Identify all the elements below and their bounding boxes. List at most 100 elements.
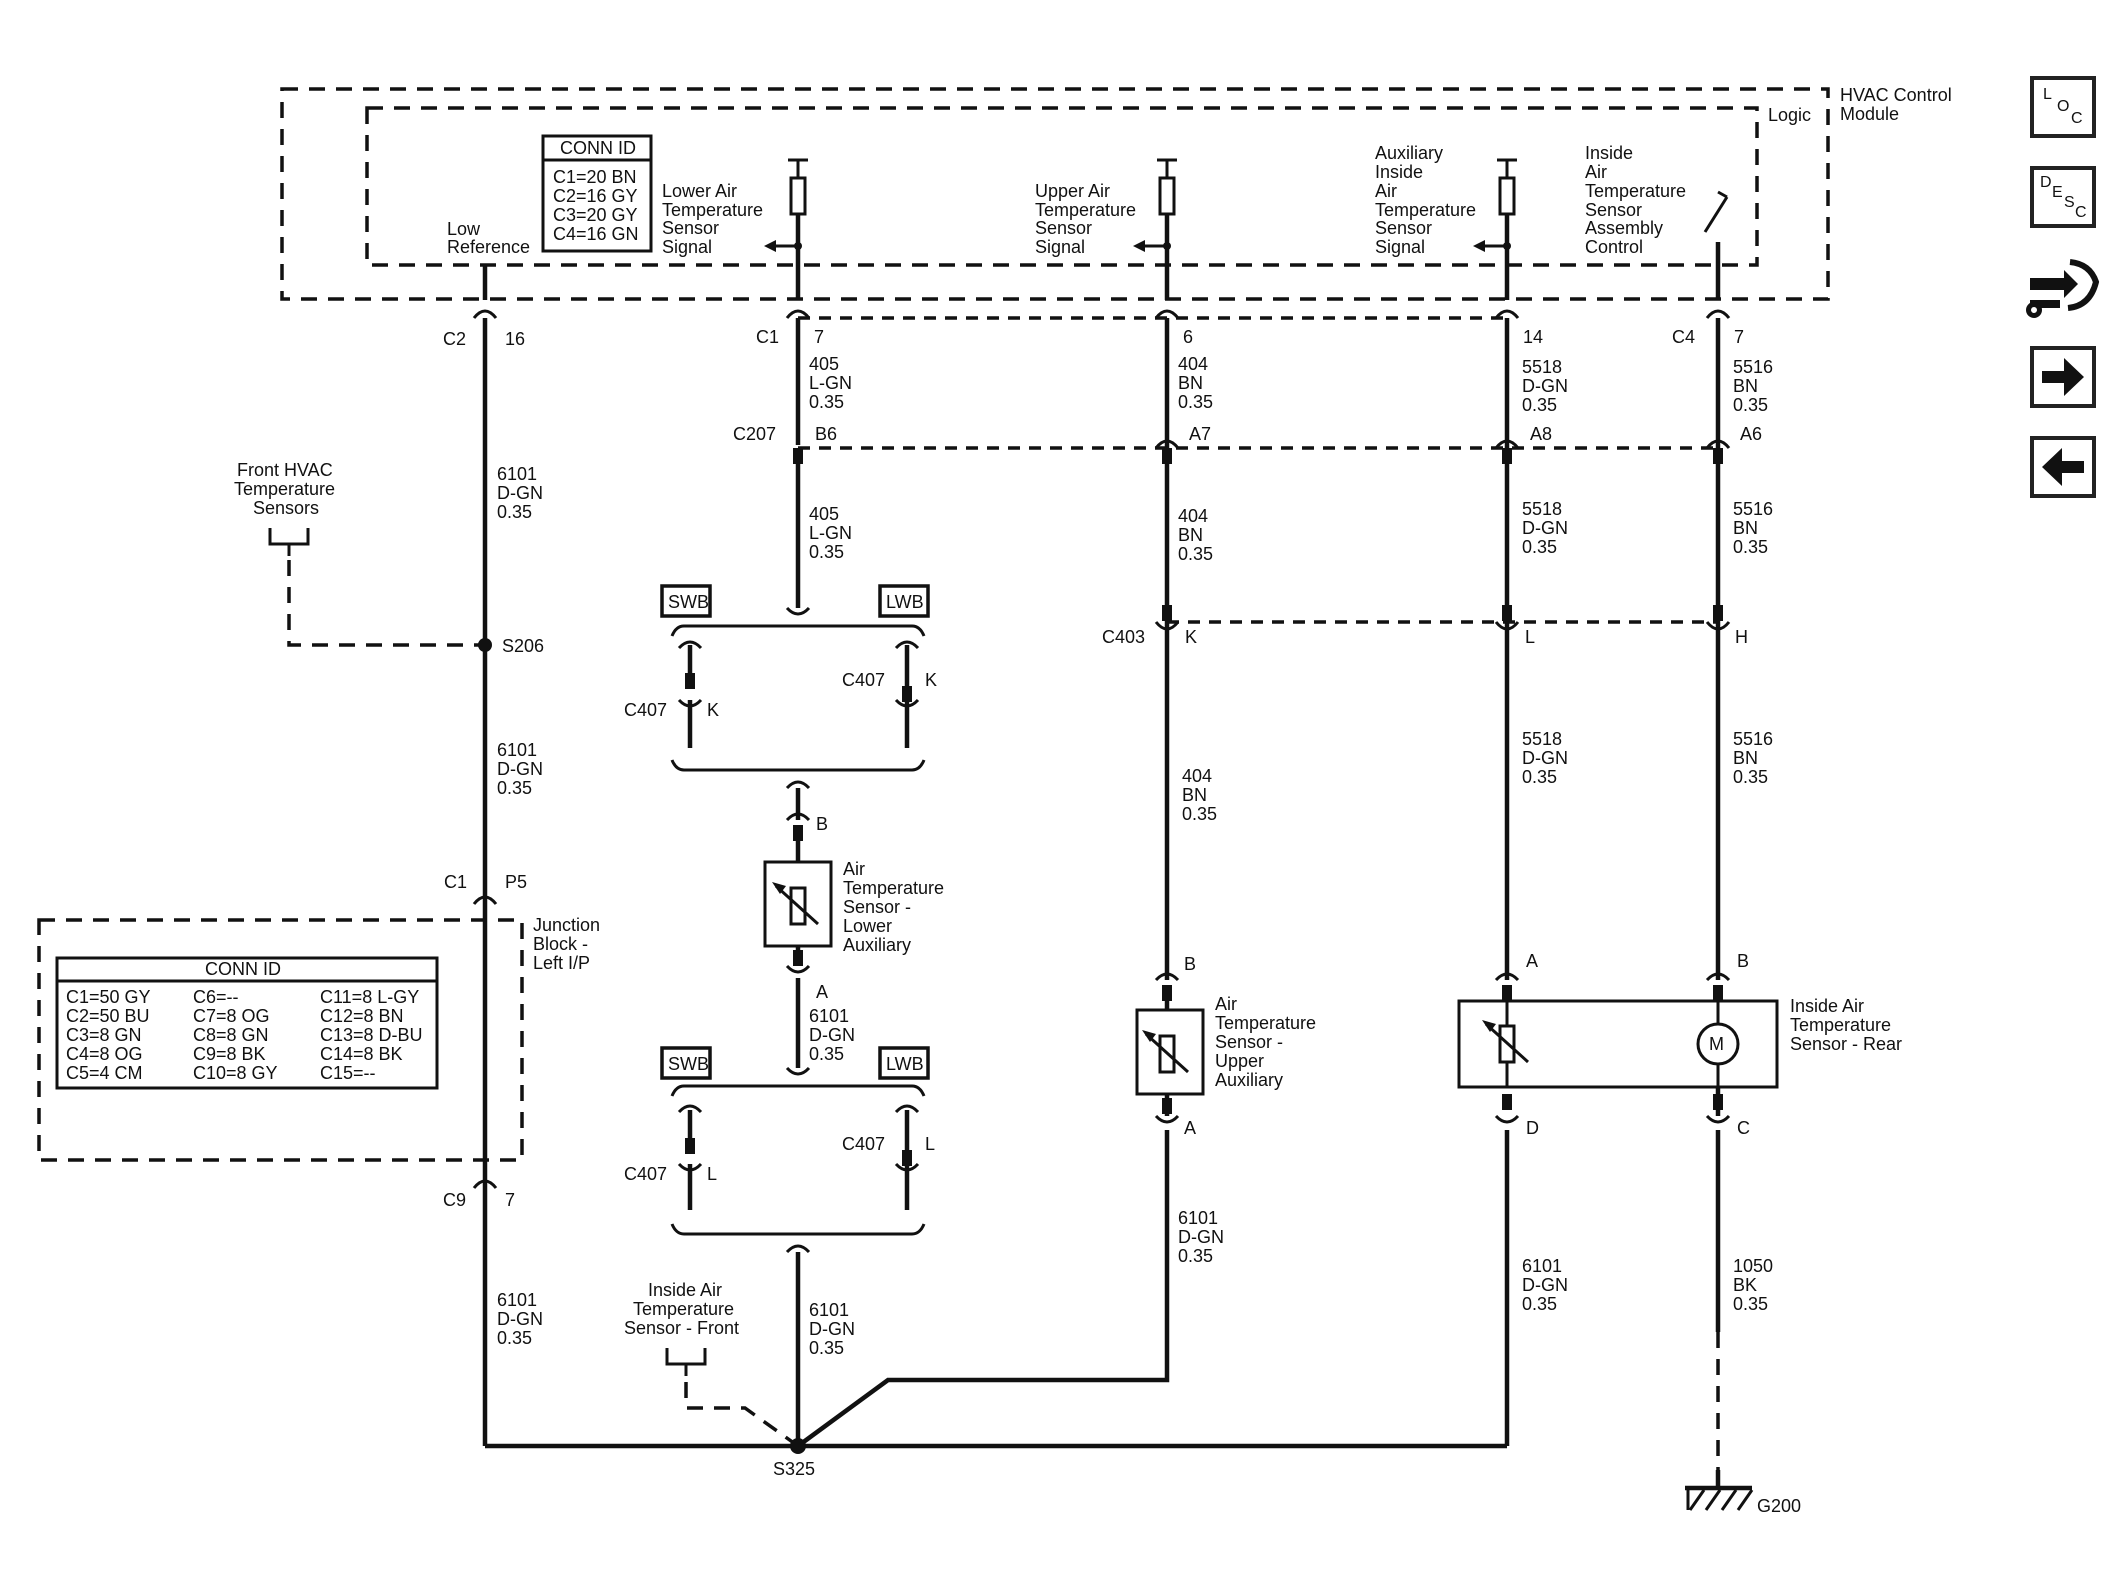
svg-text:C1=20 BN: C1=20 BN [553,167,637,187]
svg-text:0.35: 0.35 [1733,395,1768,415]
lower-pullup-resistor [764,158,808,300]
g200-label: G200 [1757,1496,1801,1516]
hvac-module-boundary [280,87,1830,301]
front-hvac-dashed-lead [287,560,485,647]
s325-label: S325 [773,1459,815,1479]
svg-text:6101: 6101 [1522,1256,1562,1276]
c4-pin: 7 [1734,327,1744,347]
svg-text:Air: Air [1215,994,1237,1014]
c207-a8: A8 [1530,424,1552,444]
swb-badge-lower [660,1046,712,1080]
svg-text:6101: 6101 [809,1300,849,1320]
jb-c1-label: C1 [444,872,467,892]
svg-text:Sensor -: Sensor - [1215,1032,1283,1052]
c207-b6: B6 [815,424,837,444]
l-label-swb: L [707,1164,717,1184]
pin-a-rear: A [1526,951,1538,971]
pin-b-upper: B [1184,954,1196,974]
svg-text:Lower Air: Lower Air [662,181,737,201]
c1-pin-lower: 7 [814,327,824,347]
svg-text:0.35: 0.35 [1178,392,1213,412]
svg-text:C3=8 GN: C3=8 GN [66,1025,142,1045]
svg-text:0.35: 0.35 [809,1044,844,1064]
module-conn-id: CONN ID C1=20 BN C2=16 GY C3=20 GY C4=16… [541,134,653,253]
svg-text:CONN ID: CONN ID [205,959,281,979]
svg-text:C8=8 GN: C8=8 GN [193,1025,269,1045]
svg-text:C4=16 GN: C4=16 GN [553,224,639,244]
svg-text:0.35: 0.35 [1522,537,1557,557]
svg-text:Control: Control [1585,237,1643,257]
ground-bus-upper-sensor [796,1130,1170,1448]
c403-label: C403 [1102,627,1145,647]
c407-label-swb-upper: C407 [624,700,667,720]
svg-text:Sensor - Front: Sensor - Front [624,1318,739,1338]
c207-a7: A7 [1189,424,1211,444]
svg-text:Signal: Signal [662,237,712,257]
pin-b-lower: B [816,814,828,834]
junction-conn-id: CONN ID C1=50 GY C2=50 BU C3=8 GN C4=8 O… [55,956,439,1090]
svg-text:5516: 5516 [1733,729,1773,749]
svg-text:Temperature: Temperature [662,200,763,220]
svg-text:C12=8 BN: C12=8 BN [320,1006,404,1026]
jb-c9-label: C9 [443,1190,466,1210]
loc-button[interactable]: L O C [2030,76,2096,138]
ground-g200-symbol [1685,1470,1754,1511]
desc-letter-s: S [2064,194,2075,211]
svg-text:BK: BK [1733,1275,1757,1295]
svg-text:C3=20 GY: C3=20 GY [553,205,638,225]
svg-text:D-GN: D-GN [1522,1275,1568,1295]
low-reference-label-2: Reference [447,237,530,257]
svg-text:0.35: 0.35 [497,778,532,798]
svg-text:Signal: Signal [1035,237,1085,257]
svg-text:Temperature: Temperature [1035,200,1136,220]
pin-a-upper: A [1184,1118,1196,1138]
swb-label-lower: SWB [668,1054,709,1074]
svg-text:0.35: 0.35 [1522,395,1557,415]
svg-text:D-GN: D-GN [809,1319,855,1339]
inside-front-sensor-label: Inside Air Temperature Sensor - Front [624,1280,739,1338]
lower-signal-label: Lower Air Temperature Sensor Signal [662,181,763,257]
next-button[interactable] [2030,346,2096,408]
desc-button[interactable]: D E S C [2030,166,2096,228]
logic-label: Logic [1768,105,1811,125]
swb-lwb-upper-branch [670,606,926,862]
svg-text:C15=--: C15=-- [320,1063,376,1083]
previous-button[interactable] [2030,436,2096,498]
svg-text:0.35: 0.35 [1733,767,1768,787]
svg-text:C10=8 GY: C10=8 GY [193,1063,278,1083]
pin-b-rear: B [1737,951,1749,971]
svg-text:Signal: Signal [1375,237,1425,257]
svg-text:D-GN: D-GN [1522,518,1568,538]
c407-label-lwb-lower: C407 [842,1134,885,1154]
c2-label: C2 [443,329,466,349]
svg-text:6101: 6101 [497,1290,537,1310]
svg-text:BN: BN [1733,518,1758,538]
top-connector-jaws [472,309,1731,319]
c403-connectors [1154,605,1731,631]
svg-text:5518: 5518 [1522,357,1562,377]
schematic-flow-button[interactable] [2020,248,2104,328]
svg-text:C7=8 OG: C7=8 OG [193,1006,270,1026]
svg-text:Sensor - Rear: Sensor - Rear [1790,1034,1902,1054]
loc-letter-c: C [2071,110,2083,127]
inside-control-switch [1703,190,1729,300]
svg-text:C2=16 GY: C2=16 GY [553,186,638,206]
svg-text:C2=50 BU: C2=50 BU [66,1006,150,1026]
upper-pullup-resistor [1133,158,1177,300]
svg-text:C5=4 CM: C5=4 CM [66,1063,143,1083]
logic-boundary [365,106,1759,267]
svg-text:0.35: 0.35 [809,542,844,562]
k-label-lwb: K [925,670,937,690]
